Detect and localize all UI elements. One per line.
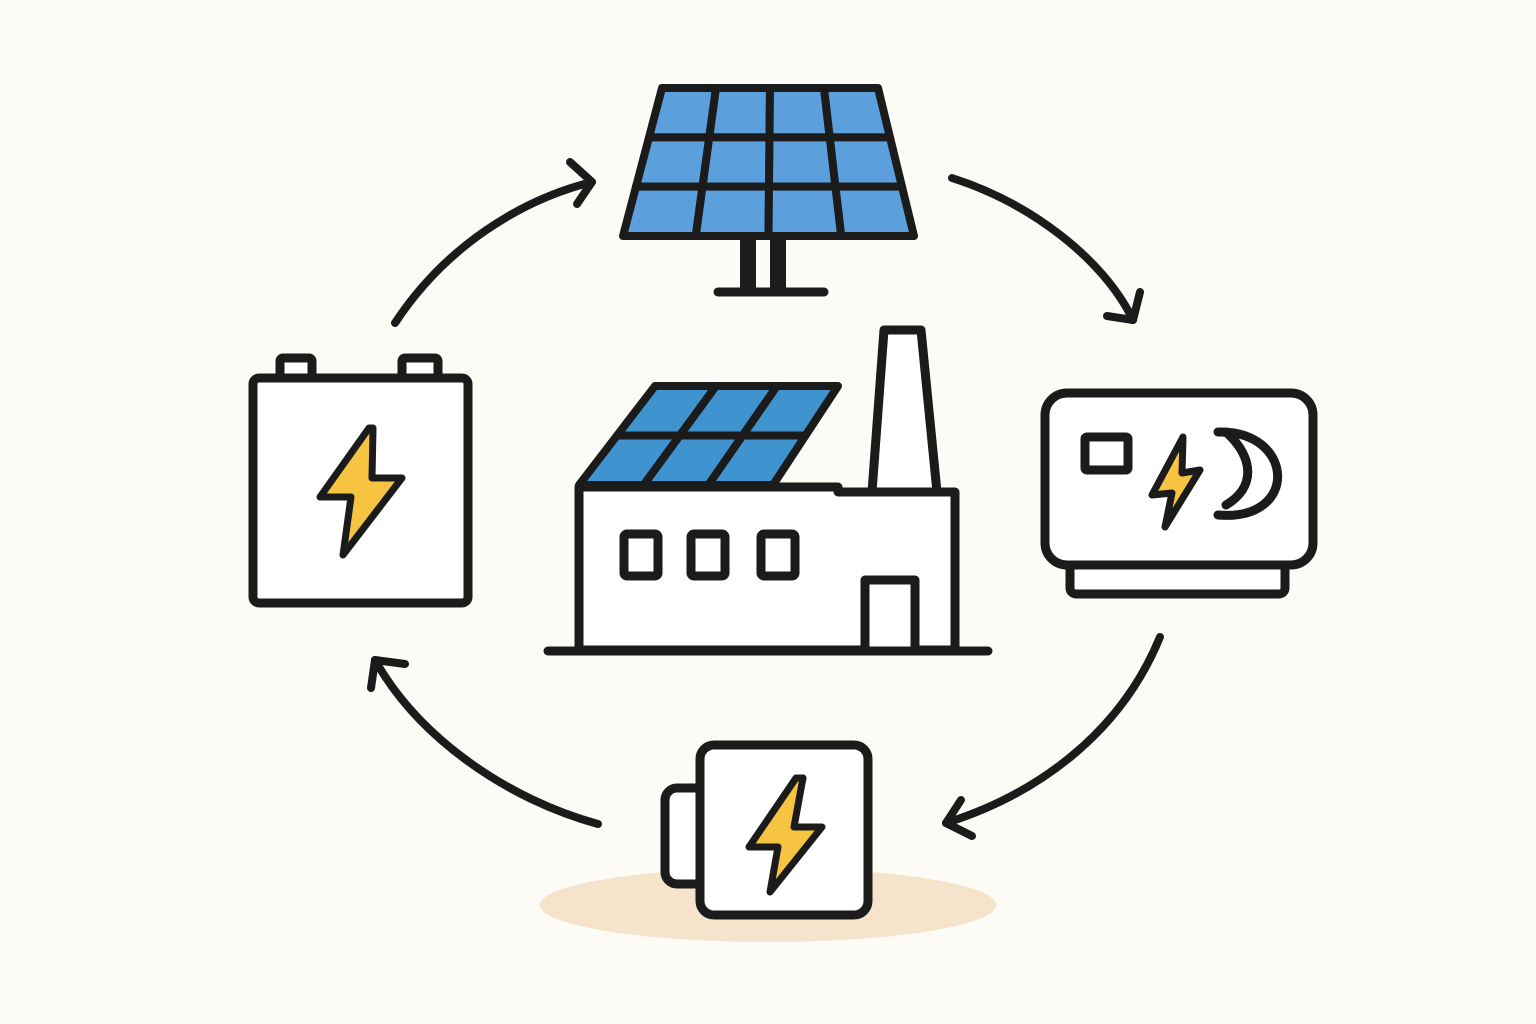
solar-panel-post-right [770,235,786,293]
solar-cell-3-4 [831,182,918,240]
solar-cell-3-2 [691,182,773,240]
solar-panel-post-left [740,235,756,293]
solar-panel-icon [619,84,918,297]
solar-cell-3-3 [764,182,846,240]
inverter-icon [1040,388,1318,599]
solar-cell-2-3 [765,133,840,191]
flow-arrows [367,158,1164,840]
factory-window-1 [619,529,663,581]
factory-solar-roof-icon [543,325,993,656]
arrow-battery-to-solar [391,158,596,327]
solar-cell-3-1 [619,182,707,240]
solar-cell-2-2 [698,133,774,191]
solar-cell-2-4 [825,133,906,191]
factory-window-2 [686,529,730,581]
battery-icon [248,353,473,608]
battery-bolt-icon [316,424,406,559]
solar-cell-1-2 [705,84,774,142]
factory-roof-solar-cells [575,382,842,489]
battery-module-bolt-icon [745,774,826,896]
arrow-inverter-to-battery-module [942,633,1164,840]
solar-cell-1-1 [645,84,720,142]
arrow-battery-module-to-battery [367,656,602,828]
solar-cell-1-4 [820,84,894,142]
factory-chimney [867,325,942,497]
solar-panel-cells [619,84,918,240]
inverter-bolt-icon [1148,433,1204,531]
battery-module-icon [540,740,996,942]
solar-cell-2-1 [632,133,714,191]
arrow-solar-to-inverter [948,174,1144,324]
solar-cell-1-3 [765,84,834,142]
inverter-wave-outer-icon [1213,427,1283,520]
inverter-display [1080,432,1133,475]
factory-door [860,575,920,650]
factory-window-3 [756,529,800,581]
inverter-wave-inner-icon [1221,427,1253,510]
roof-cell-2-3 [704,431,810,489]
